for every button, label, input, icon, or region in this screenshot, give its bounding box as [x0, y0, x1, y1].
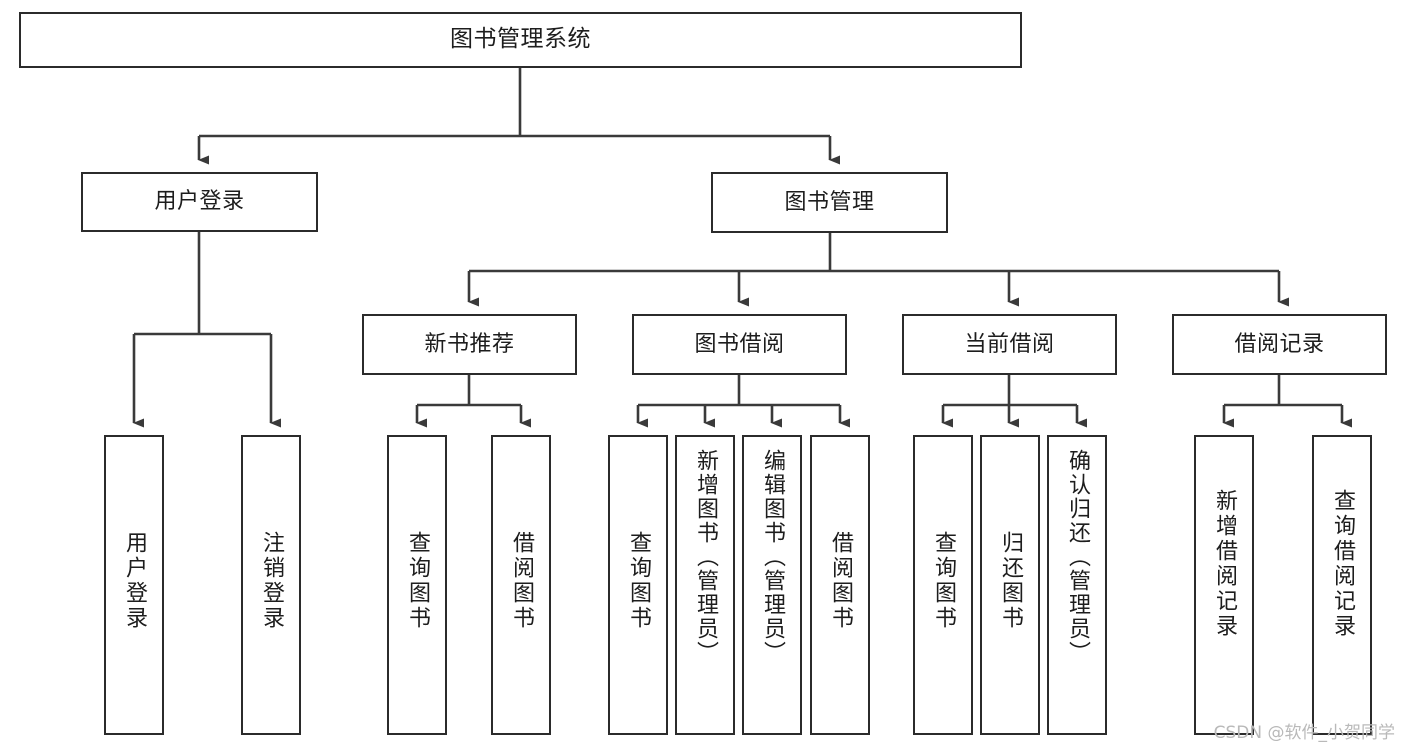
node-label: 查询借阅记录 — [1330, 489, 1355, 639]
node-label: 借阅图书 — [828, 531, 853, 631]
node-borrow-record[interactable]: 借阅记录 — [1172, 314, 1387, 375]
node-label: 确认归还（管理员） — [1065, 449, 1090, 665]
leaf-borrow-book-borrow[interactable]: 借阅图书 — [810, 435, 870, 735]
node-user-login[interactable]: 用户登录 — [81, 172, 318, 232]
node-book-manage[interactable]: 图书管理 — [711, 172, 948, 233]
node-label: 归还图书 — [998, 531, 1023, 631]
leaf-query-book-recommend[interactable]: 查询图书 — [387, 435, 447, 735]
leaf-query-book-borrow[interactable]: 查询图书 — [608, 435, 668, 735]
node-label: 用户登录 — [154, 189, 245, 215]
csdn-watermark: CSDN @软件_小贺同学 — [1213, 723, 1395, 743]
node-label: 编辑图书（管理员） — [760, 449, 785, 665]
node-label: 图书管理系统 — [450, 26, 591, 53]
leaf-borrow-book-recommend[interactable]: 借阅图书 — [491, 435, 551, 735]
node-label: 图书管理 — [784, 189, 875, 215]
node-root-book-management-system[interactable]: 图书管理系统 — [19, 12, 1022, 68]
node-label: 借阅记录 — [1234, 331, 1325, 357]
leaf-return-book[interactable]: 归还图书 — [980, 435, 1040, 735]
leaf-add-borrow-record[interactable]: 新增借阅记录 — [1194, 435, 1254, 735]
leaf-query-book-current[interactable]: 查询图书 — [913, 435, 973, 735]
node-label: 新增借阅记录 — [1212, 489, 1237, 639]
node-label: 当前借阅 — [964, 331, 1055, 357]
node-label: 借阅图书 — [509, 531, 534, 631]
node-current-borrow[interactable]: 当前借阅 — [902, 314, 1117, 375]
node-label: 查询图书 — [931, 531, 956, 631]
node-label: 新书推荐 — [424, 331, 515, 357]
node-label: 注销登录 — [259, 531, 284, 631]
node-new-book-recommend[interactable]: 新书推荐 — [362, 314, 577, 375]
leaf-edit-book-admin[interactable]: 编辑图书（管理员） — [742, 435, 802, 735]
node-label: 用户登录 — [122, 531, 147, 631]
node-label: 图书借阅 — [694, 331, 785, 357]
leaf-add-book-admin[interactable]: 新增图书（管理员） — [675, 435, 735, 735]
node-label: 查询图书 — [626, 531, 651, 631]
leaf-confirm-return-admin[interactable]: 确认归还（管理员） — [1047, 435, 1107, 735]
node-book-borrow[interactable]: 图书借阅 — [632, 314, 847, 375]
leaf-logout-login[interactable]: 注销登录 — [241, 435, 301, 735]
leaf-query-borrow-record[interactable]: 查询借阅记录 — [1312, 435, 1372, 735]
node-label: 查询图书 — [405, 531, 430, 631]
node-label: 新增图书（管理员） — [693, 449, 718, 665]
leaf-user-login[interactable]: 用户登录 — [104, 435, 164, 735]
